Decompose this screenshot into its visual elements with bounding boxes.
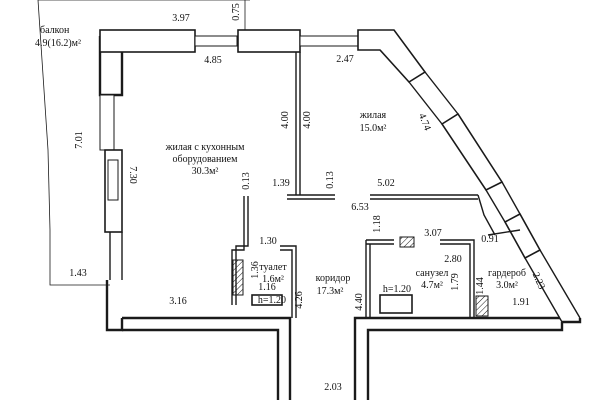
bathroom-shaft: [399, 236, 415, 248]
dim-4-40: 4.40: [354, 293, 365, 311]
dim-h-1-20-bathroom: h=1.20: [383, 284, 411, 295]
living-kitchen-area: 30.3м²: [192, 166, 219, 177]
dim-0-13-left: 0.13: [241, 172, 252, 190]
right-diagonal-wall-block: [440, 112, 504, 192]
dim-1-16: 1.16: [258, 282, 276, 293]
dim-0-13-right: 0.13: [325, 171, 336, 189]
right-lower-wall-block: [503, 212, 542, 260]
dim-h-1-20-toilet: h=1.20: [258, 295, 286, 306]
living-kitchen-name-line1: жилая с кухонным: [165, 142, 245, 153]
dimension-labels: 3.97 0.75 4.85 2.47 4.74 4.00 4.00 7.01 …: [69, 3, 547, 393]
toilet-name: туалет: [259, 262, 287, 273]
balcony-outline: [37, 0, 250, 286]
toilet-shelf: [251, 294, 283, 306]
dim-3-97: 3.97: [172, 13, 190, 24]
dim-7-01: 7.01: [74, 131, 85, 149]
bathroom-area: 4.7м²: [421, 280, 443, 291]
dim-5-02: 5.02: [377, 178, 395, 189]
inner-walls: [231, 52, 521, 318]
dim-7-30: 7.30: [127, 166, 138, 184]
dim-4-85: 4.85: [204, 55, 222, 66]
dim-1-79: 1.79: [450, 273, 461, 291]
dim-0-75: 0.75: [231, 3, 242, 21]
window-top-left: [194, 35, 238, 47]
room-labels: балкон 4.9(16.2)м² жилая с кухонным обор…: [35, 25, 526, 297]
dim-4-00-right: 4.00: [302, 111, 313, 129]
dim-4-00-left: 4.00: [280, 111, 291, 129]
dim-1-43: 1.43: [69, 268, 87, 279]
living-room-name: жилая: [359, 110, 387, 121]
dim-4-26: 4.26: [294, 291, 305, 309]
corridor-area: 17.3м²: [317, 286, 344, 297]
outer-walls: [98, 29, 582, 400]
dim-1-39: 1.39: [272, 178, 290, 189]
corridor-name: коридор: [316, 273, 351, 284]
window-left: [99, 94, 115, 151]
dim-3-16: 3.16: [169, 296, 187, 307]
dim-3-07: 3.07: [424, 228, 442, 239]
dim-1-36: 1.36: [250, 261, 261, 279]
wardrobe-area: 3.0м²: [496, 280, 518, 291]
dim-1-18: 1.18: [372, 215, 383, 233]
wardrobe-name: гардероб: [488, 268, 526, 279]
bathroom-name: санузел: [416, 268, 449, 279]
balcony-area: 4.9(16.2)м²: [35, 38, 81, 49]
dim-1-30: 1.30: [259, 236, 277, 247]
corner-wall-block: [357, 29, 427, 84]
top-left-wall-block: [99, 29, 196, 53]
toilet-shaft: [232, 259, 244, 296]
dim-0-91: 0.91: [481, 234, 499, 245]
dim-2-80: 2.80: [444, 254, 462, 265]
living-room-area: 15.0м²: [360, 123, 387, 134]
dim-1-91: 1.91: [512, 297, 530, 308]
window-left-inner: [107, 159, 119, 201]
wardrobe-shaft: [475, 295, 489, 317]
top-middle-wall-block: [237, 29, 301, 53]
dim-2-03: 2.03: [324, 382, 342, 393]
dim-6-53: 6.53: [351, 202, 369, 213]
window-top-right: [299, 35, 359, 47]
dim-2-47: 2.47: [336, 54, 354, 65]
bathroom-fixture: [379, 294, 413, 314]
living-kitchen-name-line2: оборудованием: [173, 154, 239, 165]
dim-1-44: 1.44: [475, 277, 486, 295]
dim-2-23: 2.23: [530, 271, 547, 291]
toilet-area: 1.6м²: [262, 274, 284, 285]
dim-4-74: 4.74: [416, 112, 433, 132]
balcony-name: балкон: [40, 25, 70, 36]
